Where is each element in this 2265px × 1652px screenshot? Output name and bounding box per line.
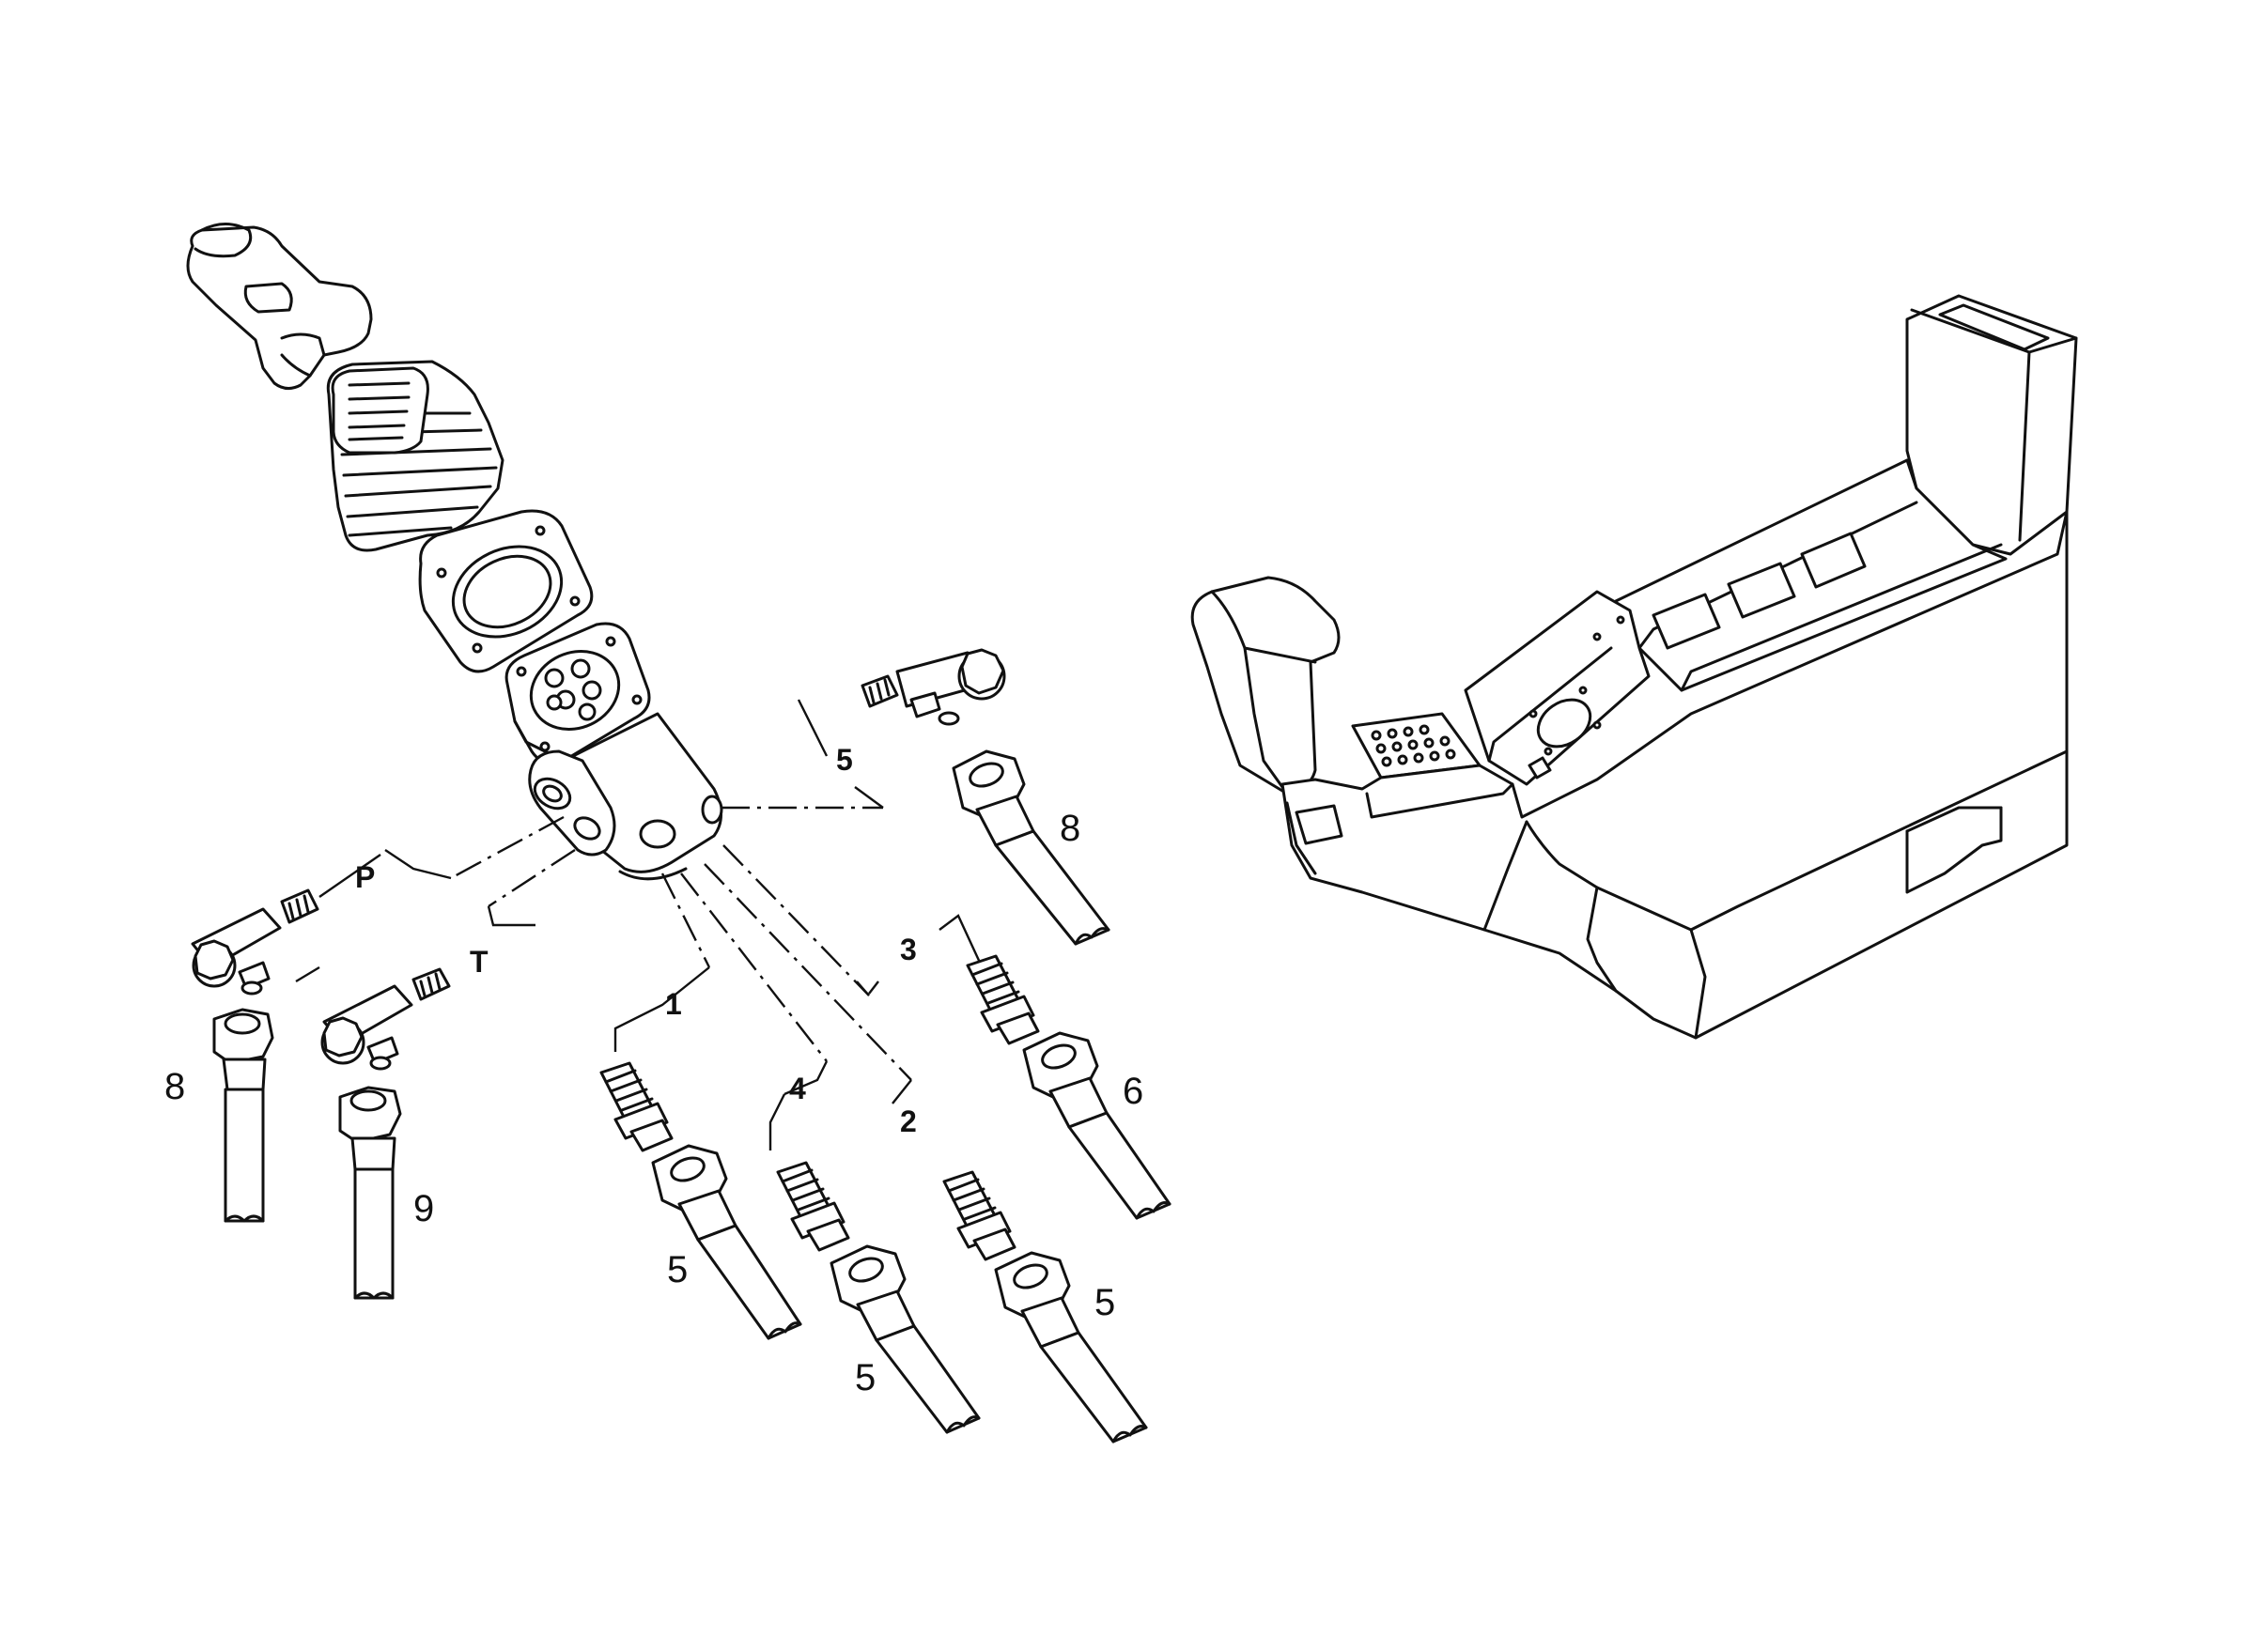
port-label-1: 1	[665, 987, 682, 1021]
item-label-5-a: 5	[667, 1249, 688, 1290]
elbow-fitting-t	[320, 967, 451, 1071]
operator-console	[1190, 294, 2078, 1040]
pad-holes	[1371, 724, 1456, 767]
straight-nipple-2	[942, 1170, 1016, 1261]
item-labels: 8 9 5 5 5 6 8	[164, 808, 1143, 1398]
item-label-5-c: 5	[1094, 1282, 1115, 1323]
valve-body	[528, 712, 723, 881]
leader-lines	[295, 699, 988, 1150]
rubber-boot	[326, 360, 504, 552]
mounting-plate	[418, 509, 594, 673]
hose-5-a	[651, 1144, 802, 1340]
port-label-3: 3	[900, 933, 917, 966]
hose-8-right	[952, 749, 1110, 946]
port-labels: P T 1 4 2 3 5	[355, 743, 917, 1138]
port-label-t: T	[470, 945, 489, 979]
elbow-fitting-p	[191, 888, 319, 996]
hose-9	[338, 1086, 402, 1300]
straight-nipple-1	[599, 1061, 674, 1152]
port-label-4: 4	[789, 1072, 806, 1105]
valve-head	[504, 622, 651, 764]
item-label-6: 6	[1123, 1071, 1143, 1112]
port-label-2: 2	[900, 1104, 917, 1138]
joystick-handle	[186, 223, 373, 390]
connection-lines	[450, 806, 912, 1081]
straight-nipple-4	[776, 1161, 850, 1252]
port-label-p: P	[355, 860, 375, 894]
straight-nipple-3	[966, 954, 1040, 1045]
item-label-8-left: 8	[164, 1066, 185, 1107]
port-label-5: 5	[836, 743, 853, 777]
hose-5-c	[994, 1251, 1148, 1444]
item-label-8-right: 8	[1060, 808, 1080, 849]
elbow-fitting-5	[861, 648, 1006, 726]
item-label-5-b: 5	[855, 1357, 876, 1398]
item-label-9: 9	[413, 1188, 434, 1229]
hose-8-left	[212, 1008, 274, 1223]
hose-6	[1022, 1031, 1171, 1220]
hose-5-b	[830, 1244, 981, 1434]
